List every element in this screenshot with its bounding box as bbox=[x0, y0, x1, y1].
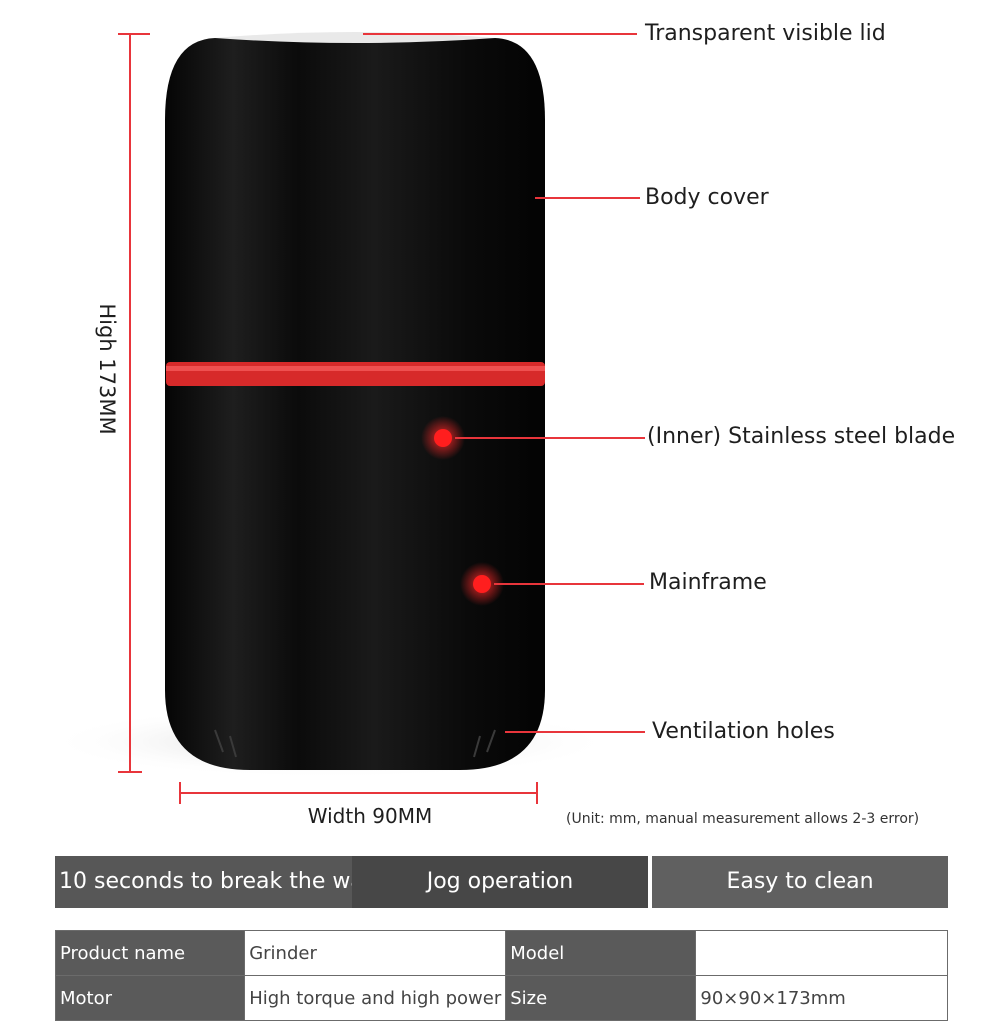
callout-line-body bbox=[535, 197, 640, 199]
spec-key-product-name: Product name bbox=[54, 930, 246, 976]
callout-label-ventilation: Ventilation holes bbox=[652, 719, 835, 744]
height-label: High 173MM bbox=[95, 303, 119, 435]
callout-line-mainframe bbox=[494, 583, 644, 585]
ventilation-holes bbox=[214, 729, 496, 758]
body-cover bbox=[165, 38, 545, 770]
callout-label-mainframe: Mainframe bbox=[649, 570, 767, 595]
red-ring bbox=[166, 362, 545, 386]
feature-easy-clean: Easy to clean bbox=[652, 856, 948, 908]
callout-label-blade: (Inner) Stainless steel blade bbox=[647, 424, 956, 449]
feature-jog-operation: Jog operation bbox=[352, 856, 648, 908]
callout-line-lid bbox=[363, 33, 637, 35]
grinder-illustration bbox=[45, 32, 615, 804]
unit-note: (Unit: mm, manual measurement allows 2-3… bbox=[566, 811, 920, 827]
callout-label-lid: Transparent visible lid bbox=[645, 21, 886, 46]
spec-table: Product name Grinder Model Motor High to… bbox=[54, 930, 948, 1021]
callout-label-body: Body cover bbox=[645, 185, 769, 210]
spec-value-product-name: Grinder bbox=[244, 930, 507, 976]
callout-line-blade bbox=[455, 437, 645, 439]
spec-key-motor: Motor bbox=[54, 975, 246, 1021]
spec-value-size: 90×90×173mm bbox=[695, 975, 948, 1021]
spec-key-size: Size bbox=[505, 975, 697, 1021]
table-row: Motor High torque and high power Size 90… bbox=[54, 975, 948, 1021]
width-dimension bbox=[179, 782, 538, 804]
feature-bar: 10 seconds to break the wall Jog operati… bbox=[55, 856, 948, 908]
spec-value-model bbox=[695, 930, 948, 976]
width-label: Width 90MM bbox=[307, 804, 433, 828]
height-dimension bbox=[118, 33, 150, 773]
feature-break-wall: 10 seconds to break the wall bbox=[55, 856, 354, 908]
spec-key-model: Model bbox=[505, 930, 697, 976]
table-row: Product name Grinder Model bbox=[54, 930, 948, 976]
callout-line-ventilation bbox=[505, 731, 645, 733]
spec-value-motor: High torque and high power bbox=[244, 975, 507, 1021]
